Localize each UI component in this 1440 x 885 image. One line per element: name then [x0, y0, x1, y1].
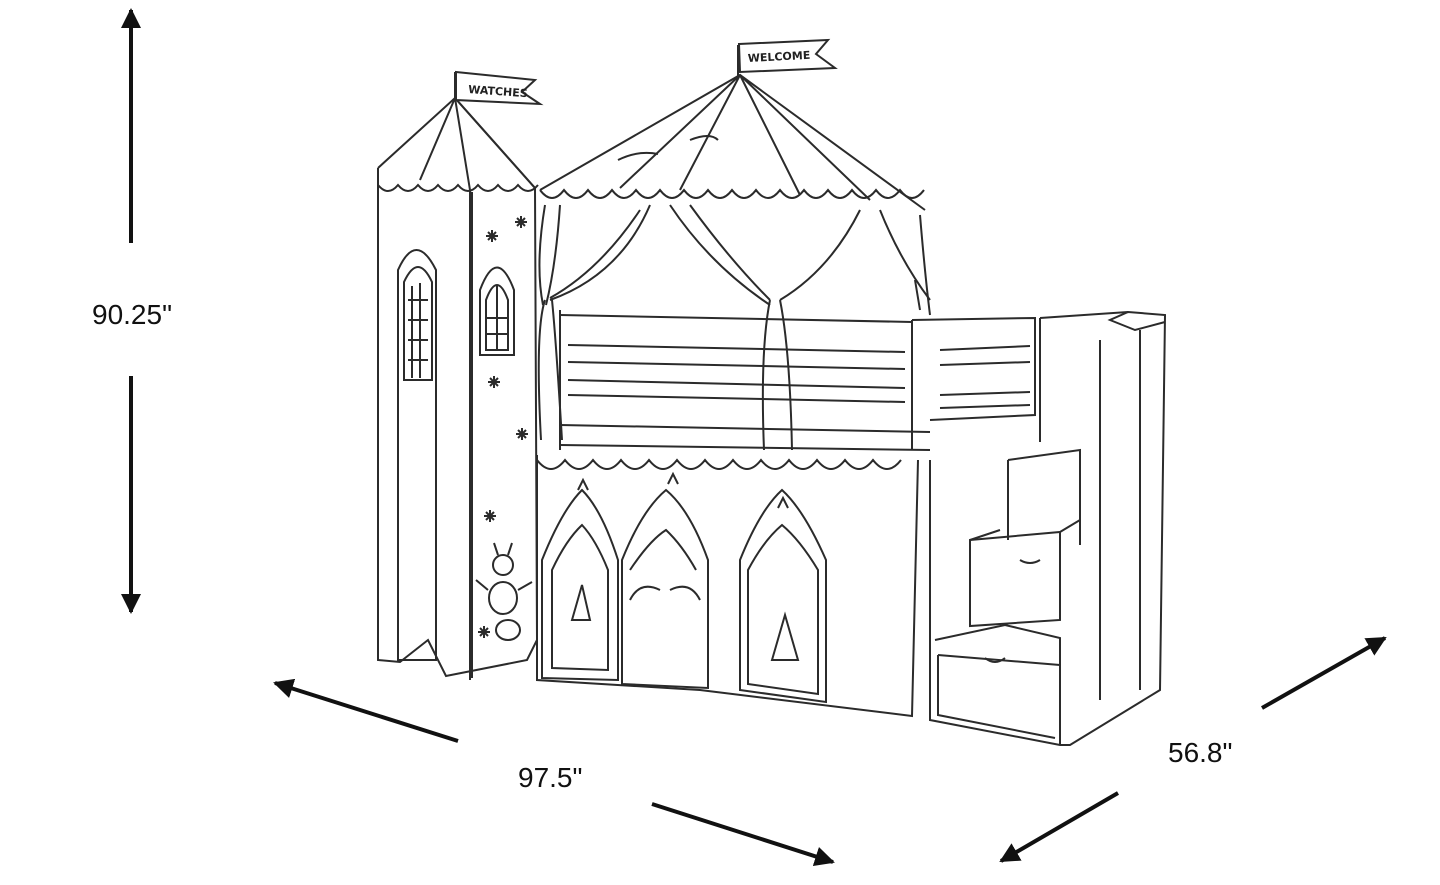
width-dimension-arrow [273, 678, 835, 867]
height-dimension-label: 90.25" [92, 299, 173, 330]
left-tower [377, 96, 539, 680]
bed-guard-rail [559, 310, 1036, 451]
upper-curtains [537, 204, 931, 451]
depth-dimension-label: 56.8" [1168, 737, 1233, 768]
lower-tent [536, 455, 919, 718]
depth-dimension-arrow [999, 636, 1387, 863]
canopy-flag-text: WELCOME [747, 49, 810, 65]
width-dimension-label: 97.5" [518, 762, 583, 793]
canopy-flag: WELCOME [737, 38, 838, 78]
left-tower-flag: WATCHES [454, 70, 544, 106]
left-flag-text: WATCHES [468, 83, 528, 100]
canopy-roof [539, 73, 926, 211]
stair-unit [929, 310, 1167, 746]
